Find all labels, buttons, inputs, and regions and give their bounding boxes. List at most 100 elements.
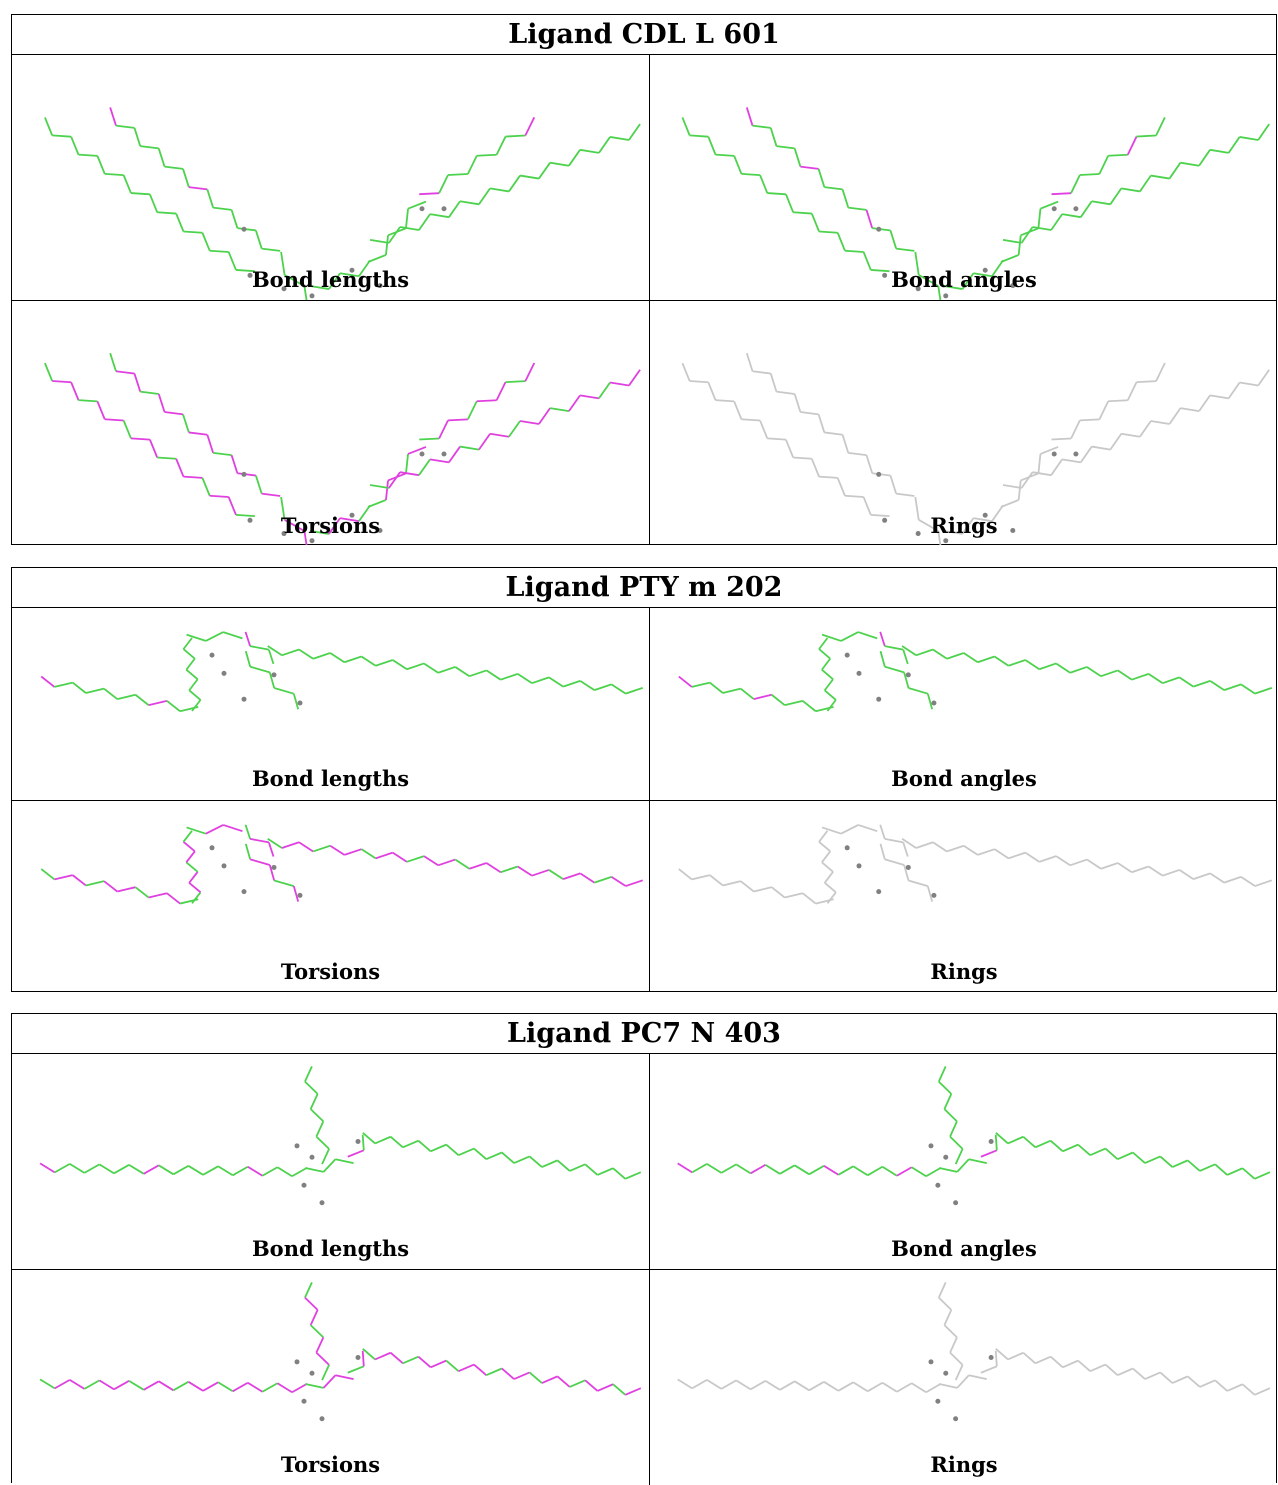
- bond: [276, 1382, 293, 1394]
- bond: [908, 879, 929, 887]
- bond: [1020, 471, 1034, 489]
- panel-caption: Rings: [930, 513, 998, 538]
- bond: [818, 841, 831, 852]
- bond: [298, 841, 314, 853]
- bond: [1098, 400, 1110, 420]
- bond: [949, 1352, 964, 1366]
- bond: [322, 1158, 337, 1173]
- bond: [249, 838, 270, 844]
- bond: [881, 1166, 898, 1177]
- bond: [104, 172, 124, 177]
- bond: [217, 1381, 234, 1393]
- bond: [113, 1164, 130, 1175]
- bond: [188, 186, 208, 191]
- panel-torsions: Torsions: [12, 301, 649, 545]
- bond: [164, 165, 184, 170]
- bond: [1257, 369, 1270, 387]
- bond: [212, 206, 232, 211]
- panel-caption: Bond lengths: [251, 1236, 410, 1261]
- atom: [905, 864, 911, 870]
- bond: [556, 1159, 571, 1172]
- bond: [538, 407, 551, 425]
- bond: [908, 687, 929, 695]
- bond: [1117, 1367, 1134, 1376]
- bond: [321, 1148, 330, 1165]
- bond: [54, 1379, 71, 1390]
- bond: [489, 432, 510, 438]
- bond: [879, 631, 886, 647]
- molecule-image: [681, 352, 1270, 545]
- atom: [988, 1355, 994, 1360]
- bond: [1155, 116, 1166, 136]
- bond: [691, 1379, 708, 1390]
- bond: [191, 699, 202, 712]
- bond: [437, 666, 456, 674]
- bond: [469, 862, 487, 870]
- atom: [319, 1416, 325, 1422]
- bond: [467, 155, 478, 175]
- bond: [1199, 1379, 1216, 1388]
- bond: [1159, 1155, 1174, 1168]
- bond: [505, 134, 526, 138]
- bond: [166, 700, 181, 712]
- bond: [157, 393, 166, 413]
- bond: [750, 1164, 766, 1175]
- bond: [1257, 123, 1270, 141]
- bond: [918, 274, 939, 287]
- bond: [261, 1382, 278, 1393]
- bond: [706, 1379, 722, 1390]
- bond: [961, 517, 975, 535]
- bond: [249, 665, 271, 674]
- bond: [1126, 381, 1138, 401]
- bond: [579, 680, 595, 691]
- bond: [1131, 673, 1149, 681]
- bond: [1007, 1351, 1024, 1361]
- bond: [1139, 420, 1152, 438]
- bond: [1020, 226, 1034, 244]
- bond: [740, 687, 755, 700]
- bond: [78, 399, 98, 403]
- bond: [968, 1158, 987, 1165]
- bond: [1035, 1139, 1052, 1149]
- bond: [315, 1120, 325, 1138]
- bond: [445, 1143, 460, 1156]
- bond: [458, 1363, 475, 1373]
- atom: [241, 696, 247, 702]
- bond: [188, 882, 202, 893]
- bond: [375, 659, 394, 667]
- bond: [309, 285, 330, 290]
- atom: [209, 845, 215, 851]
- bond: [149, 193, 159, 213]
- bond: [419, 192, 440, 196]
- bond: [973, 517, 993, 523]
- bond: [361, 1350, 365, 1367]
- bond: [862, 496, 872, 516]
- bond: [707, 381, 717, 401]
- bond: [284, 274, 305, 287]
- bond: [963, 844, 979, 856]
- bond: [183, 230, 203, 234]
- bond: [417, 1355, 432, 1368]
- bond: [304, 1281, 313, 1299]
- bond: [784, 892, 803, 899]
- bond: [1050, 458, 1063, 476]
- bond: [122, 420, 132, 439]
- bond: [943, 1324, 958, 1338]
- atom: [377, 283, 383, 289]
- bond: [793, 148, 802, 167]
- bond: [280, 251, 286, 276]
- bond: [918, 519, 939, 532]
- bond: [209, 494, 229, 498]
- bond: [1089, 1147, 1106, 1157]
- bond: [187, 1165, 204, 1176]
- bond: [879, 824, 886, 840]
- bond: [52, 380, 72, 384]
- bond: [794, 1164, 810, 1176]
- bond: [202, 1165, 219, 1176]
- bond: [1108, 153, 1128, 157]
- bond: [793, 393, 802, 413]
- atom: [271, 864, 277, 870]
- bond: [186, 633, 207, 642]
- bond: [304, 1297, 319, 1311]
- atom: [953, 1416, 959, 1422]
